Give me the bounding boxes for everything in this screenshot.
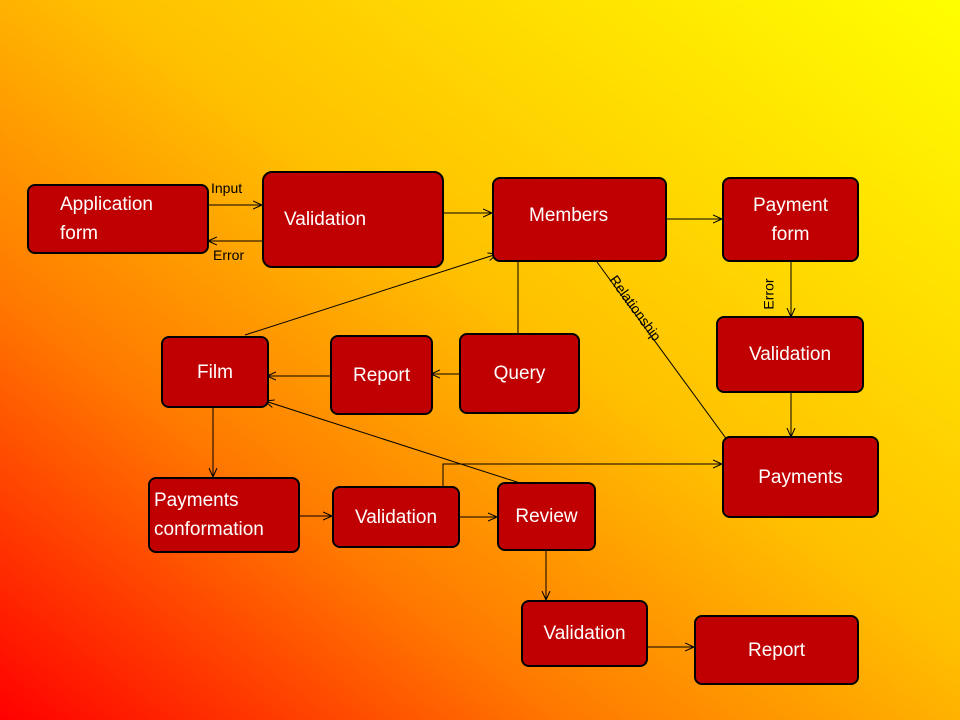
edge-film-members [244, 254, 497, 336]
node-label: Payments [758, 466, 843, 488]
node-application-form[interactable]: Application form [27, 184, 209, 254]
node-label: Validation [354, 506, 438, 528]
edge-review-film [265, 401, 521, 484]
node-label: Application form [60, 194, 153, 244]
edge-label-error-vertical: Error [760, 278, 777, 310]
node-payment-form[interactable]: Payment form [722, 177, 859, 262]
edge-label-input: Input [211, 180, 243, 196]
edge-label-error: Error [213, 247, 245, 263]
node-payments-conformation[interactable]: Payments conformation [148, 477, 300, 553]
node-payments[interactable]: Payments [722, 436, 879, 518]
node-label: Payment form [753, 194, 828, 245]
node-members[interactable]: Members [492, 177, 667, 262]
node-review[interactable]: Review [497, 482, 596, 551]
node-label: Film [197, 362, 233, 383]
node-label: Report [747, 639, 806, 661]
node-report-2[interactable]: Report [694, 615, 859, 685]
node-query[interactable]: Query [459, 333, 580, 414]
node-label: Members [529, 205, 609, 226]
node-validation-1[interactable]: Validation [262, 171, 444, 268]
node-validation-4[interactable]: Validation [521, 600, 648, 667]
edge-relationship [596, 261, 733, 448]
node-label: Validation [748, 344, 832, 365]
node-label: Query [493, 363, 546, 384]
node-label: Review [515, 506, 578, 527]
node-validation-3[interactable]: Validation [332, 486, 460, 548]
node-label: Payments conformation [154, 490, 264, 540]
edge-validation-payments-top [442, 464, 722, 486]
node-film[interactable]: Film [161, 336, 269, 408]
node-label: Validation [543, 623, 626, 644]
node-label: Report [352, 364, 411, 386]
node-label: Validation [284, 209, 367, 230]
node-report-1[interactable]: Report [330, 335, 433, 415]
node-validation-2[interactable]: Validation [716, 316, 864, 393]
